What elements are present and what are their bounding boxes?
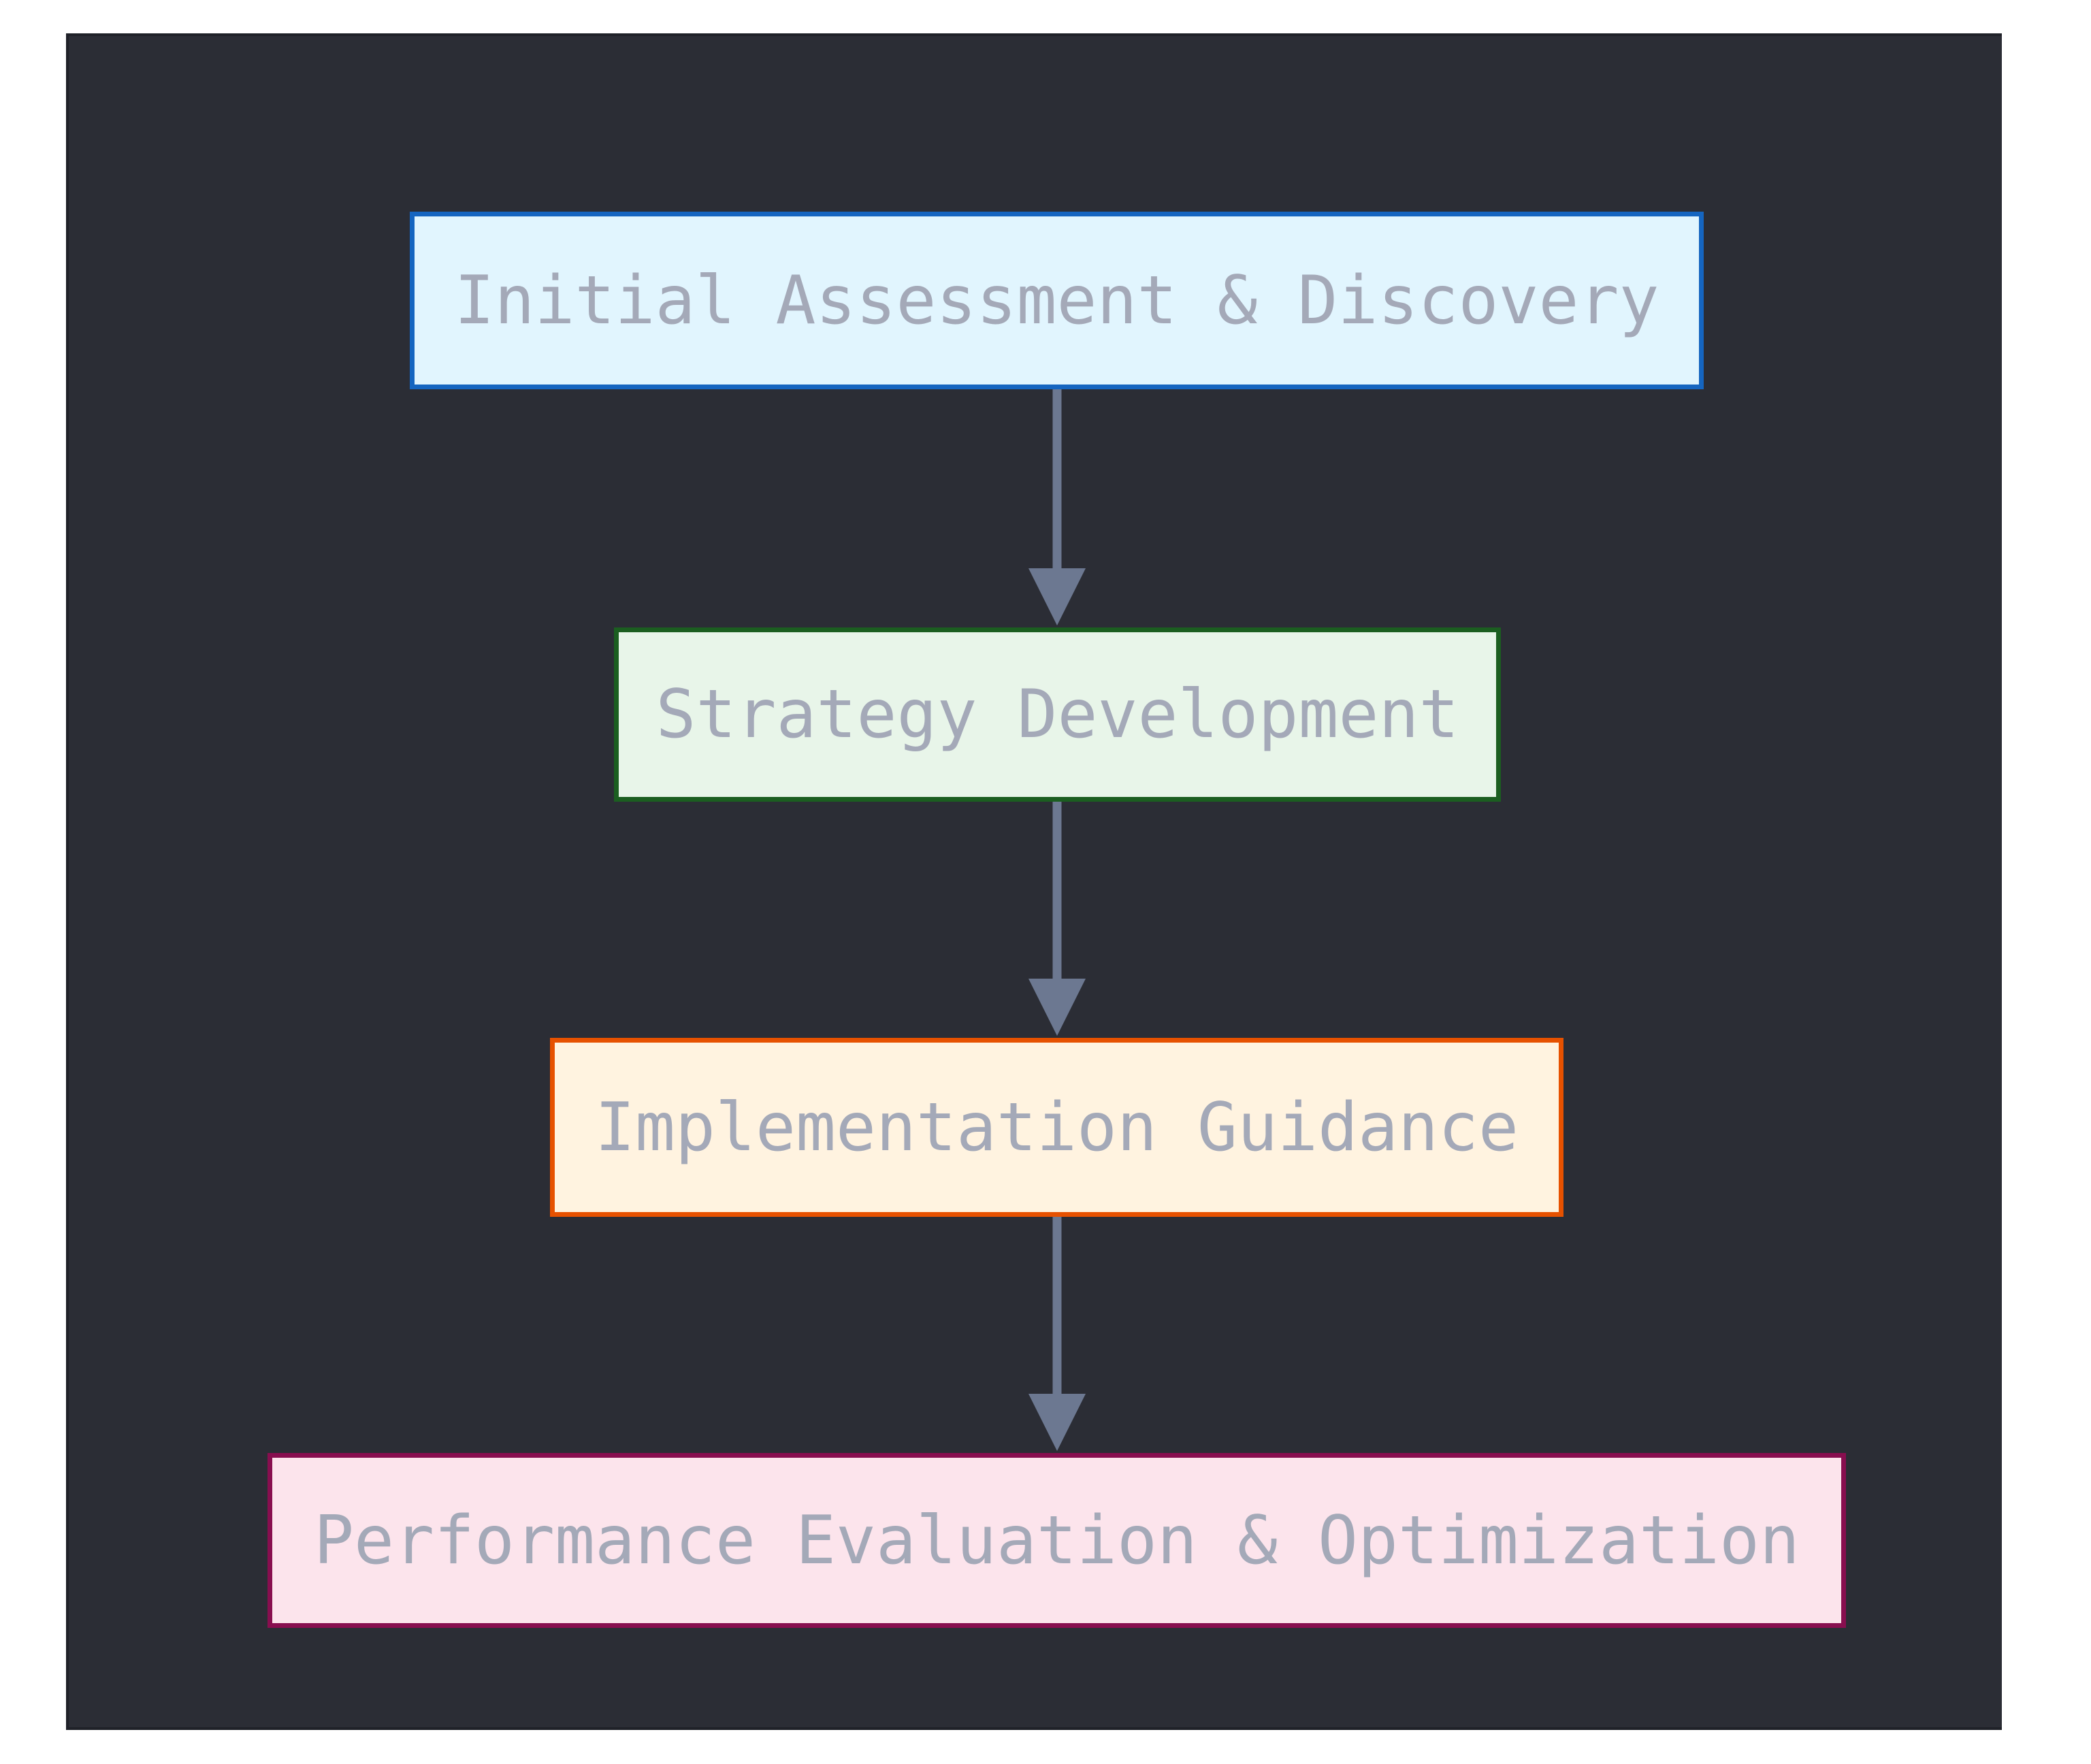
arrow-down-icon xyxy=(1023,1217,1091,1453)
arrow-down-icon xyxy=(1023,389,1091,627)
node-label: Strategy Development xyxy=(655,676,1459,753)
node-label: Initial Assessment & Discovery xyxy=(454,261,1659,340)
node-initial-assessment-discovery: Initial Assessment & Discovery xyxy=(410,212,1704,389)
node-strategy-development: Strategy Development xyxy=(614,627,1501,802)
node-label: Performance Evaluation & Optimization xyxy=(313,1501,1800,1580)
node-label: Implementation Guidance xyxy=(594,1088,1519,1166)
arrow-down-icon xyxy=(1023,802,1091,1038)
node-implementation-guidance: Implementation Guidance xyxy=(550,1038,1563,1217)
node-performance-evaluation-optimization: Performance Evaluation & Optimization xyxy=(268,1453,1846,1628)
